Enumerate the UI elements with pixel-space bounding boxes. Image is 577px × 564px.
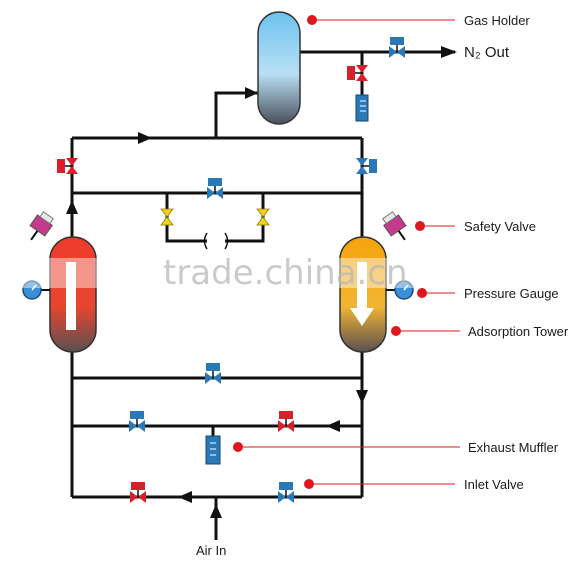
- arrow-left-up: [66, 200, 78, 214]
- pressure-gauge-callout-dot: [417, 288, 427, 298]
- right-inlet-valve-icon[interactable]: [278, 482, 294, 503]
- safety-valve-label: Safety Valve: [464, 219, 536, 234]
- right-pressure-gauge-icon: [386, 280, 414, 300]
- flowmeter-icon: [355, 94, 369, 122]
- exhaust-muffler-callout-dot: [233, 442, 243, 452]
- left-bypass-valve-icon[interactable]: [160, 208, 174, 226]
- right-tower-down-arrow: [350, 262, 374, 326]
- sample-valve-icon[interactable]: [347, 65, 368, 81]
- gas-holder-label: Gas Holder: [464, 13, 530, 28]
- pressure-gauge-label: Pressure Gauge: [464, 286, 559, 301]
- n2-out-label: N₂ Out: [464, 44, 510, 61]
- right-safety-valve-icon: [382, 211, 407, 241]
- flow-arrows: [66, 46, 457, 518]
- left-outlet-valve-icon[interactable]: [57, 158, 78, 174]
- right-outlet-valve-icon[interactable]: [356, 158, 377, 174]
- gas-holder-callout-dot: [307, 15, 317, 25]
- lower-equalizing-valve-icon[interactable]: [205, 363, 221, 384]
- bypass-orifice: [203, 232, 229, 250]
- arrow-top-header: [138, 132, 152, 144]
- inlet-valve-label: Inlet Valve: [464, 477, 524, 492]
- right-exhaust-valve-icon[interactable]: [278, 411, 294, 432]
- upper-equalizing-valve-icon[interactable]: [207, 178, 223, 199]
- bypass-right-pipe: [225, 193, 265, 243]
- gas-holder-riser-pipe: [214, 91, 258, 138]
- gas-holder-vessel: [257, 11, 301, 125]
- bypass-left-pipe: [165, 193, 207, 243]
- adsorption-tower-label: Adsorption Tower: [468, 324, 569, 339]
- adsorption-tower-callout-dot: [391, 326, 401, 336]
- watermark: trade.china.cn: [163, 253, 408, 293]
- arrow-exhaust: [326, 420, 340, 432]
- inlet-valve-callout-dot: [304, 479, 314, 489]
- safety-valve-callout-dot: [415, 221, 425, 231]
- arrow-n2-out: [441, 46, 457, 58]
- air-in-label: Air In: [196, 543, 226, 558]
- n2-out-valve-icon[interactable]: [389, 37, 405, 58]
- exhaust-muffler-label: Exhaust Muffler: [468, 440, 559, 455]
- callouts: [238, 19, 460, 485]
- arrow-inlet: [178, 491, 192, 503]
- arrow-to-gas-holder: [245, 87, 258, 99]
- pipes: [70, 50, 455, 540]
- right-bypass-valve-icon[interactable]: [256, 208, 270, 226]
- arrow-right-down: [356, 390, 368, 404]
- watermark-band: [0, 258, 577, 288]
- left-pressure-gauge-icon: [22, 280, 50, 300]
- left-safety-valve-icon: [29, 211, 54, 241]
- left-tower-flow-bar: [66, 262, 76, 330]
- left-exhaust-valve-icon[interactable]: [129, 411, 145, 432]
- left-inlet-valve-icon[interactable]: [130, 482, 146, 503]
- exhaust-muffler-icon: [205, 435, 221, 465]
- arrow-air-in: [210, 504, 222, 518]
